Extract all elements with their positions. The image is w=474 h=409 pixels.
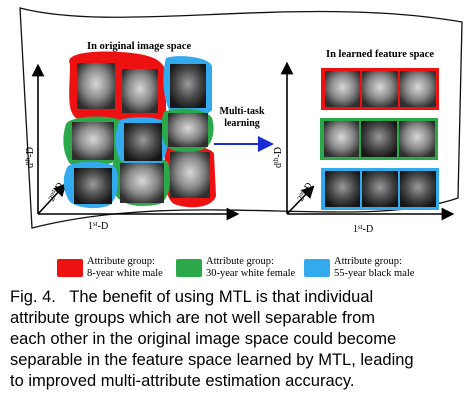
caption-line: separable in the feature space learned b… <box>10 351 414 369</box>
face-image <box>168 113 208 147</box>
legend-swatch-blue <box>304 259 330 277</box>
figure-caption: Fig. 4. The benefit of using MTL is that… <box>10 287 466 392</box>
legend: Attribute group: 8-year white male Attri… <box>0 256 474 284</box>
face-image <box>400 171 436 207</box>
legend-value: 8-year white male <box>87 268 163 279</box>
right-red-group <box>321 68 439 110</box>
right-y-axis-label: dth-D <box>272 147 284 168</box>
face-image <box>122 69 158 113</box>
right-blue-group <box>321 168 439 210</box>
face-image <box>170 64 206 108</box>
face-image <box>362 71 398 107</box>
legend-swatch-red <box>57 259 83 277</box>
caption-line: Fig. 4. The benefit of using MTL is that… <box>10 288 374 306</box>
face-image <box>170 152 210 198</box>
left-y-axis-label: dth-D <box>24 147 36 168</box>
face-image <box>400 71 436 107</box>
right-green-group <box>320 118 438 160</box>
right-axes <box>280 61 455 221</box>
face-image <box>324 121 359 157</box>
face-image <box>74 168 112 204</box>
caption-line: each other in the original image space c… <box>10 330 397 348</box>
legend-value: 55-year black male <box>334 268 415 279</box>
caption-line: attribute groups which are not well sepa… <box>10 309 376 327</box>
face-image <box>362 171 398 207</box>
left-x-axis-label: 1st-D <box>88 220 108 232</box>
face-image <box>72 122 114 160</box>
face-image <box>325 71 360 107</box>
legend-swatch-green <box>176 259 202 277</box>
legend-item-red: Attribute group: 8-year white male <box>57 256 163 280</box>
arrow-label-line1: Multi-task <box>220 106 265 117</box>
left-axes <box>31 63 240 221</box>
left-face-images <box>72 63 210 204</box>
legend-label: Attribute group: <box>334 256 402 267</box>
face-image <box>399 121 435 157</box>
arrow-label-line2: learning <box>224 118 260 129</box>
face-image <box>361 121 397 157</box>
legend-item-blue: Attribute group: 55-year black male <box>304 256 414 280</box>
right-panel-title: In learned feature space <box>326 49 434 60</box>
left-z-axis-label: 2nd-D <box>46 180 65 203</box>
face-image <box>77 63 115 109</box>
face-image <box>325 171 360 207</box>
caption-line: to improved multi-attribute estimation a… <box>10 372 355 390</box>
legend-label: Attribute group: <box>87 256 155 267</box>
face-image <box>120 163 164 203</box>
left-panel-title: In original image space <box>87 41 191 52</box>
right-x-axis-label: 1st-D <box>353 223 373 235</box>
legend-value: 30-year white female <box>206 268 296 279</box>
face-image <box>124 123 162 161</box>
paper-outline <box>19 7 463 229</box>
legend-item-green: Attribute group: 30-year white female <box>176 256 295 280</box>
right-z-axis-label: 2nd-D <box>295 180 314 203</box>
legend-label: Attribute group: <box>206 256 274 267</box>
diagram-canvas: In original image space In learned featu… <box>19 7 463 235</box>
